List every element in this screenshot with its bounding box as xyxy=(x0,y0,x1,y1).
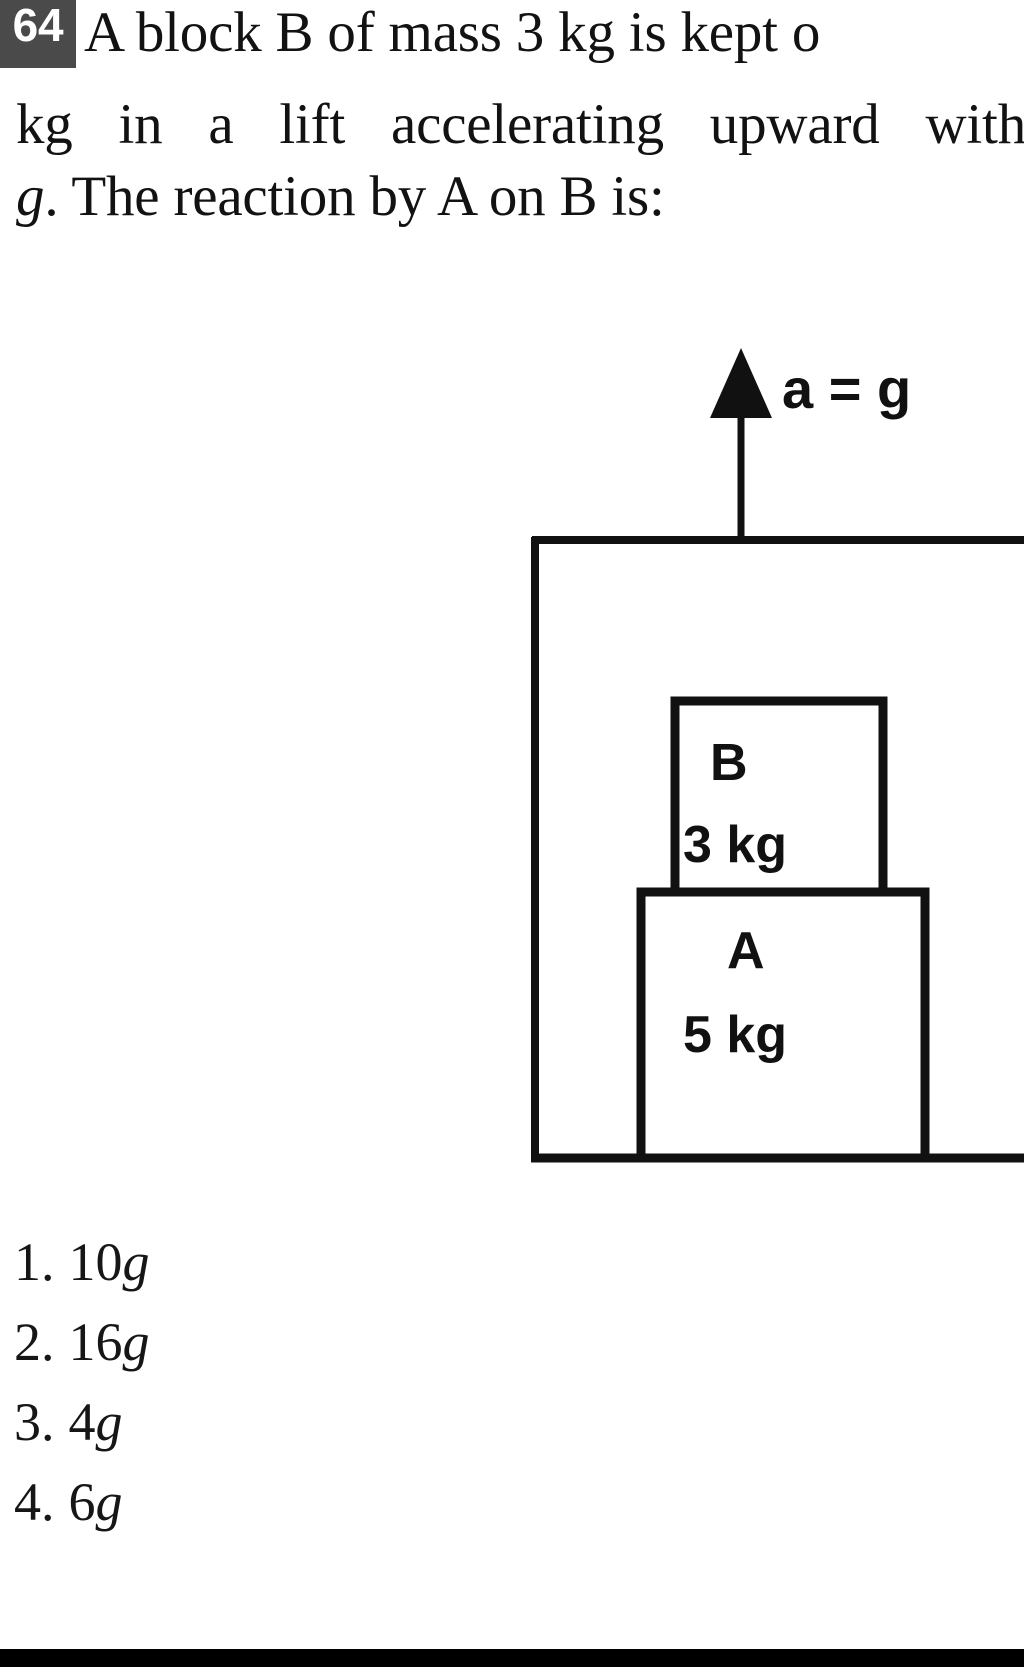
acceleration-arrow-head xyxy=(710,348,772,418)
acceleration-label: a = g xyxy=(782,357,911,420)
answer-option-3-number: 3. xyxy=(14,1392,55,1452)
answer-options-list: 1.10g 2.16g 3.4g 4.6g xyxy=(14,1222,614,1542)
block-a-rect xyxy=(636,887,930,1163)
physics-diagram: a = g A 5 kg B 3 kg xyxy=(0,330,1024,1170)
block-b-name: B xyxy=(710,734,748,792)
answer-option-2-value: 16g xyxy=(69,1312,150,1372)
answer-option-3-value: 4g xyxy=(69,1392,123,1452)
block-a-name: A xyxy=(727,922,765,980)
answer-option-3-unit: g xyxy=(95,1392,123,1452)
answer-option-4-value: 6g xyxy=(69,1472,123,1532)
answer-option-2[interactable]: 2.16g xyxy=(14,1302,614,1382)
answer-option-1-unit: g xyxy=(122,1232,150,1292)
question-line-1-text: A block B of mass 3 kg is kept o xyxy=(84,1,821,64)
answer-option-2-unit: g xyxy=(122,1312,150,1372)
answer-option-4-unit: g xyxy=(95,1472,123,1532)
answer-option-4-number: 4. xyxy=(14,1472,55,1532)
answer-option-2-number-value: 16 xyxy=(68,1312,123,1372)
question-line-3-text: . The reaction by A on B is: xyxy=(44,165,665,228)
question-line-3: g. The reaction by A on B is: xyxy=(16,160,665,233)
question-number-badge: 64 xyxy=(0,0,76,68)
answer-option-1-value: 10g xyxy=(69,1232,150,1292)
answer-option-2-number: 2. xyxy=(14,1312,55,1372)
gravity-symbol: g xyxy=(16,165,45,228)
answer-option-1[interactable]: 1.10g xyxy=(14,1222,614,1302)
block-b-mass: 3 kg xyxy=(683,816,787,874)
answer-option-3[interactable]: 3.4g xyxy=(14,1382,614,1462)
block-a-mass: 5 kg xyxy=(683,1006,787,1064)
question-line-1: 64 A block B of mass 3 kg is kept o xyxy=(0,0,820,69)
question-line-2: kg in a lift accelerating upward with xyxy=(16,88,1024,161)
answer-option-1-number: 1. xyxy=(14,1232,55,1292)
answer-option-3-number-value: 4 xyxy=(68,1392,96,1452)
bottom-black-bar xyxy=(0,1649,1024,1667)
answer-option-1-number-value: 10 xyxy=(68,1232,123,1292)
block-b-rect xyxy=(670,696,888,897)
answer-option-4[interactable]: 4.6g xyxy=(14,1462,614,1542)
question-line-2-text: kg in a lift accelerating upward with xyxy=(16,93,1024,156)
answer-option-4-number-value: 6 xyxy=(68,1472,96,1532)
